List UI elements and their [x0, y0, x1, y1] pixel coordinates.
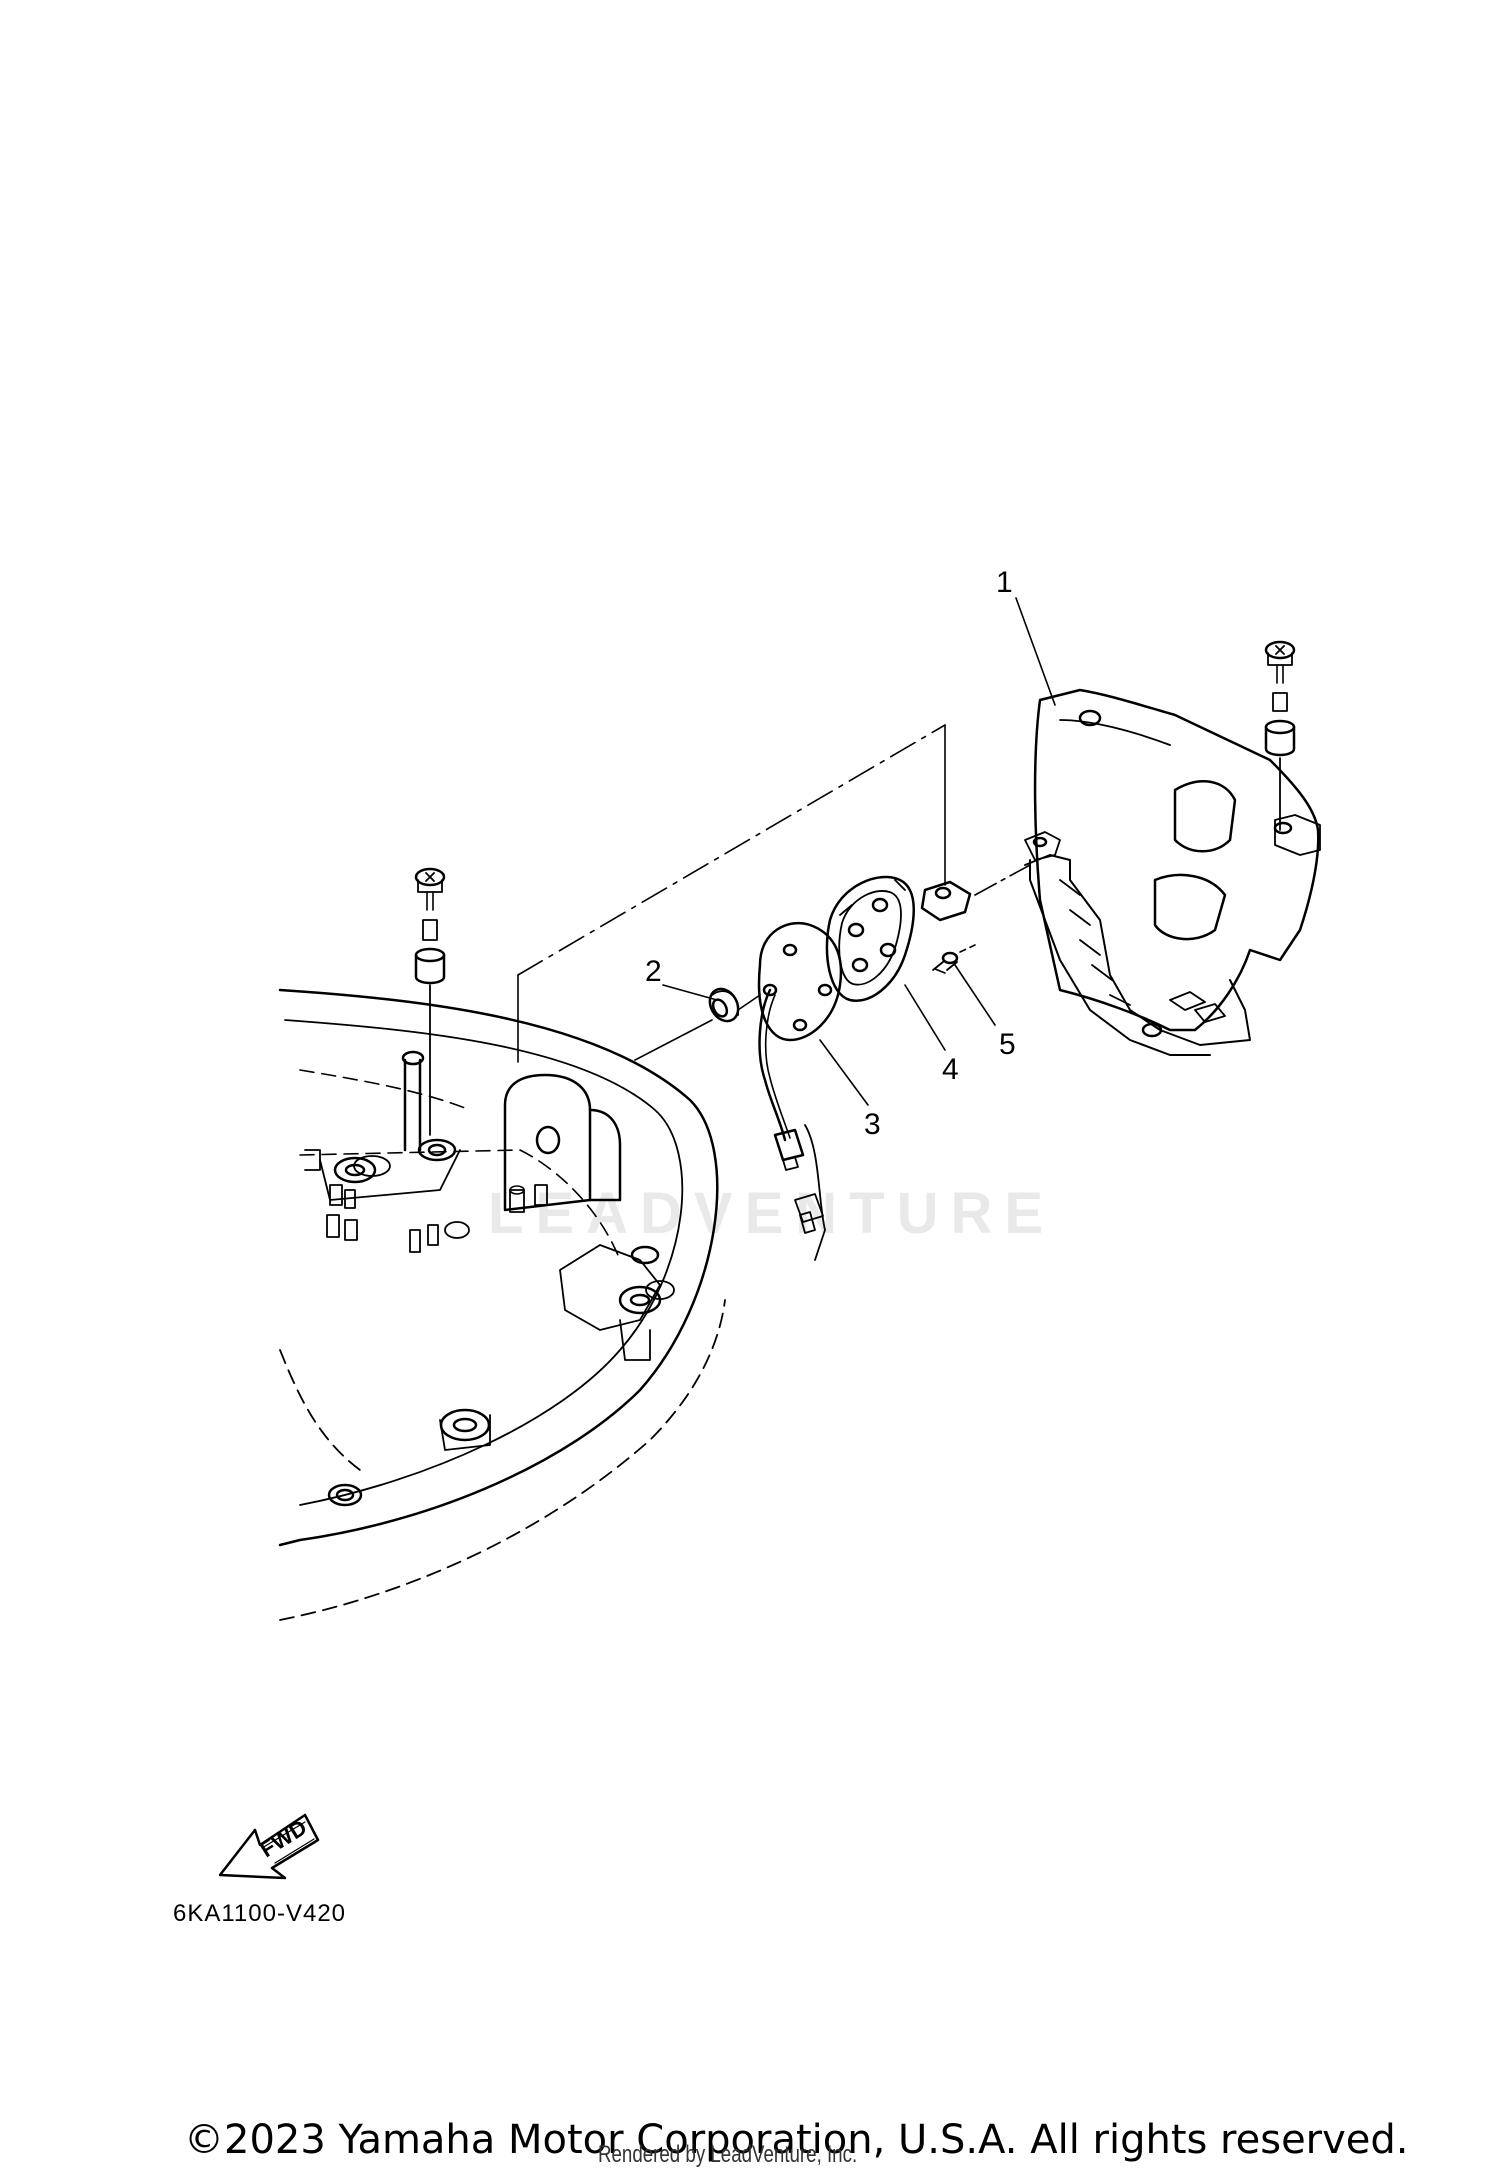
part-2-grommet	[708, 987, 740, 1023]
left-bolt-stack	[414, 867, 446, 1136]
callout-5: 5	[999, 1028, 1016, 1061]
watermark: LEADVENTURE	[488, 1181, 1056, 1246]
callout-3: 3	[864, 1108, 881, 1141]
lower-cowling	[278, 988, 726, 1621]
callout-1: 1	[996, 566, 1013, 599]
copyright-notice: ©2023 Yamaha Motor Corporation, U.S.A. A…	[184, 2117, 1409, 2163]
drawing-code: 6KA1100-V420	[173, 1900, 347, 1927]
render-credit: Rendered by LeadVenture, Inc.	[598, 2141, 858, 2168]
callout-2: 2	[645, 955, 662, 988]
part-3-sensor-plate	[757, 921, 843, 1261]
retaining-clip	[920, 880, 972, 922]
fwd-label: FWD	[255, 1814, 311, 1862]
part-4-bracket	[825, 875, 915, 1003]
part-1-cover	[1024, 688, 1321, 1056]
right-bolt-stack	[1264, 640, 1296, 831]
callout-4: 4	[942, 1053, 959, 1086]
leader-lines	[517, 597, 1056, 1106]
part-5-screw	[932, 951, 959, 974]
fwd-arrow-icon: FWD	[218, 1813, 320, 1880]
